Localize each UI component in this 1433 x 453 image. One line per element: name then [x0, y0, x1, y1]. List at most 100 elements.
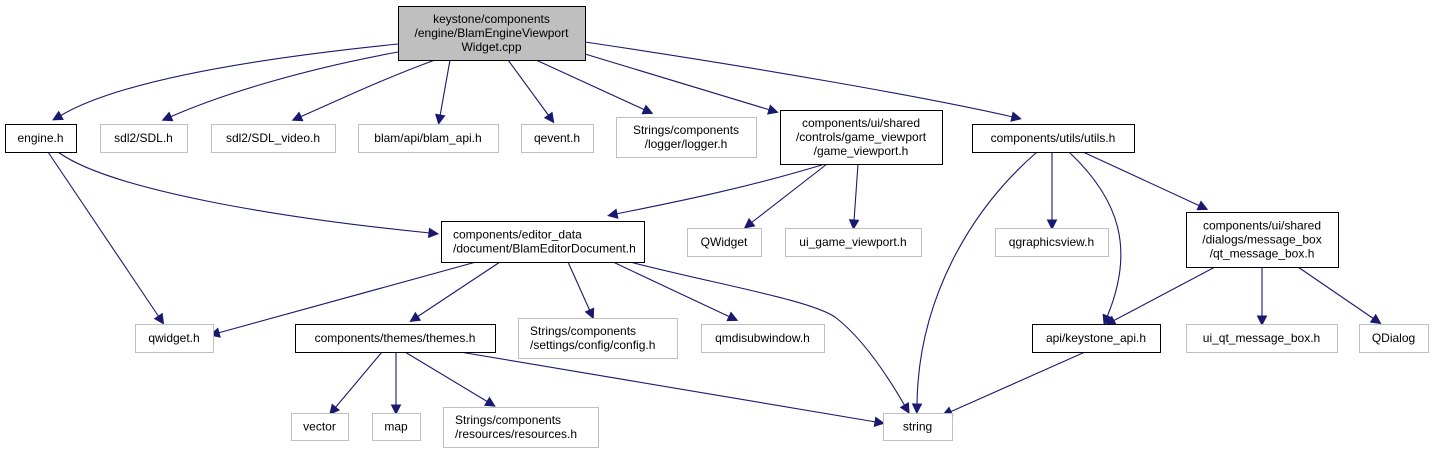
edges-layer — [47, 41, 1382, 427]
node-engine-h[interactable]: engine.h — [5, 124, 77, 153]
node-label-line: Strings/components — [455, 413, 561, 427]
node-box — [1186, 324, 1338, 353]
edge-arrowhead — [390, 404, 402, 416]
node-label-line: /qt_message_box.h — [1210, 247, 1315, 261]
edge-arrowhead — [483, 396, 496, 407]
edge-arrowhead — [435, 113, 446, 125]
edge-line — [299, 59, 436, 118]
node-logger-h[interactable]: Strings/components/logger/logger.h — [616, 117, 757, 158]
edge-arrowhead — [743, 217, 756, 229]
node-label-line: Strings/components — [530, 324, 636, 338]
node-config-h[interactable]: Strings/components/settings/config/confi… — [518, 318, 678, 359]
node-label-line: /game_viewport.h — [814, 144, 909, 158]
node-qdialog[interactable]: QDialog — [1359, 324, 1429, 353]
edge-root-to-sdl_h — [161, 51, 399, 122]
node-label-line: /logger/logger.h — [645, 137, 728, 151]
node-qwidget-cls[interactable]: QWidget — [687, 228, 762, 257]
node-themes-h[interactable]: components/themes/themes.h — [295, 324, 496, 353]
edge-root-to-sdl_video_h — [291, 59, 436, 122]
node-label-line: ui_qt_message_box.h — [1203, 331, 1320, 345]
node-resources-h[interactable]: Strings/components/resources/resources.h — [443, 407, 599, 448]
edge-arrowhead — [584, 307, 595, 320]
edge-arrowhead — [726, 311, 739, 322]
edge-arrowhead — [1196, 200, 1209, 211]
edge-arrowhead — [1102, 313, 1113, 326]
node-label-line: components/ui/shared — [802, 116, 920, 130]
node-ui-qt-message-box-h[interactable]: ui_qt_message_box.h — [1186, 324, 1338, 353]
node-label-line: qmdisubwindow.h — [715, 331, 810, 345]
edge-qt_message_box_h-to-ui_qt_message_box_h — [1256, 267, 1268, 327]
edge-line — [584, 53, 771, 111]
node-label-line: string — [903, 420, 932, 434]
edge-arrowhead — [427, 227, 440, 239]
node-box — [1186, 212, 1339, 268]
node-box — [358, 124, 499, 153]
node-sdl-video-h[interactable]: sdl2/SDL_video.h — [211, 124, 336, 153]
node-qt-message-box-h[interactable]: components/ui/shared/dialogs/message_box… — [1186, 212, 1339, 268]
edge-line — [59, 43, 399, 117]
edge-root-to-logger_h — [535, 59, 654, 115]
edge-themes_h-to-map — [390, 352, 402, 416]
edge-line — [916, 151, 1038, 406]
edge-arrowhead — [1046, 219, 1058, 231]
edge-engine_h-to-qwidget_h — [47, 151, 165, 325]
edge-themes_h-to-resources_h — [404, 351, 496, 407]
node-box — [701, 324, 825, 353]
edge-arrowhead — [1256, 315, 1268, 327]
node-qevent-h[interactable]: qevent.h — [521, 124, 594, 153]
node-map[interactable]: map — [372, 413, 421, 441]
node-box — [1359, 324, 1429, 353]
node-label-line: /engine/BlamEngineViewport — [415, 26, 570, 40]
node-label-line: components/utils/utils.h — [991, 131, 1116, 145]
edge-qt_message_box_h-to-keystone_api_h — [1104, 266, 1216, 326]
node-root[interactable]: keystone/components/engine/BlamEngineVie… — [398, 6, 586, 61]
node-sdl-h[interactable]: sdl2/SDL.h — [100, 124, 188, 153]
edge-arrowhead — [607, 208, 619, 219]
node-label-line: /document/BlamEditorDocument.h — [453, 242, 636, 256]
node-qwidget-h[interactable]: qwidget.h — [135, 324, 214, 353]
edge-line — [404, 351, 489, 403]
edge-line — [459, 351, 877, 423]
node-string[interactable]: string — [883, 413, 953, 441]
node-qmdisubwindow-h[interactable]: qmdisubwindow.h — [701, 324, 825, 353]
edge-arrowhead — [52, 110, 64, 121]
node-label-line: Strings/components — [633, 123, 739, 137]
node-box — [135, 324, 214, 353]
edge-line — [439, 59, 451, 117]
node-vector[interactable]: vector — [291, 413, 349, 441]
node-ui-game-viewport-h[interactable]: ui_game_viewport.h — [785, 228, 922, 257]
node-box — [443, 407, 599, 448]
edge-root-to-utils_h — [584, 41, 1022, 122]
node-box — [211, 124, 336, 153]
node-blam-api-h[interactable]: blam/api/blam_api.h — [358, 124, 499, 153]
node-label-line: QWidget — [701, 235, 748, 249]
edge-line — [507, 59, 550, 117]
node-label-line: components/ui/shared — [1203, 219, 1321, 233]
edge-root-to-blam_api_h — [435, 59, 451, 125]
node-qgraphicsview-h[interactable]: qgraphicsview.h — [995, 228, 1109, 257]
edge-line — [853, 163, 859, 222]
node-keystone-api-h[interactable]: api/keystone_api.h — [1032, 324, 1161, 353]
node-label-line: vector — [303, 420, 336, 434]
node-label-line: blam/api/blam_api.h — [374, 131, 481, 145]
node-utils-h[interactable]: components/utils/utils.h — [972, 124, 1135, 153]
edge-arrowhead — [911, 403, 923, 415]
node-box — [521, 124, 594, 153]
edge-root-to-game_viewport_h — [584, 53, 779, 115]
node-box — [972, 124, 1135, 153]
edge-line — [615, 163, 826, 215]
node-label-line: components/themes/themes.h — [315, 331, 476, 345]
edge-arrowhead — [291, 111, 304, 122]
node-label-line: /dialogs/message_box — [1202, 233, 1321, 247]
edge-root-to-engine_h — [52, 43, 399, 121]
edge-line — [169, 51, 399, 118]
node-editor-doc-h[interactable]: components/editor_data/document/BlamEdit… — [441, 221, 645, 263]
edge-utils_h-to-qt_message_box_h — [1082, 151, 1209, 211]
edge-line — [1068, 151, 1122, 318]
edge-line — [334, 351, 383, 409]
edge-root-to-qevent_h — [507, 59, 555, 124]
edge-editor_doc_h-to-themes_h — [409, 261, 501, 323]
node-game-viewport-h[interactable]: components/ui/shared/controls/game_viewp… — [780, 110, 943, 165]
edge-engine_h-to-editor_doc_h — [57, 151, 440, 239]
